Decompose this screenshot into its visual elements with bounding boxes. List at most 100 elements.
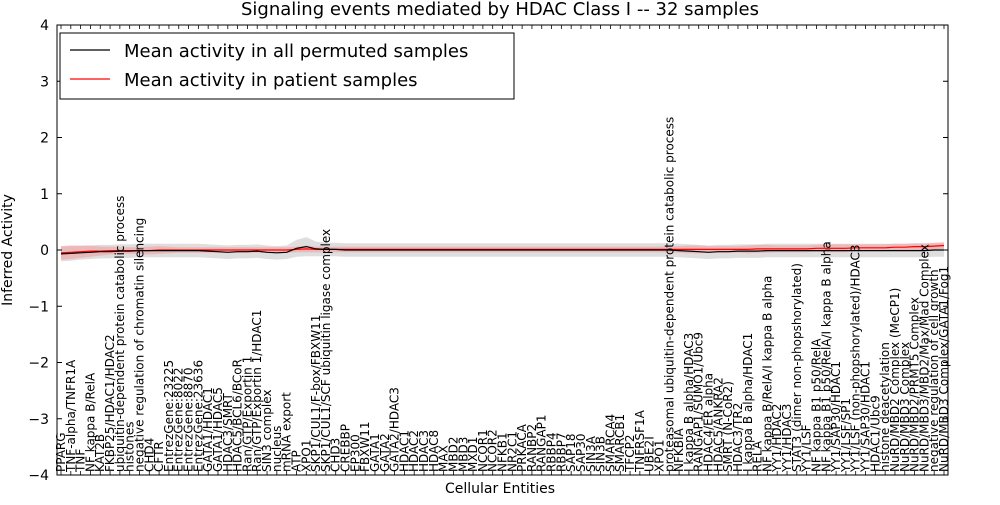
x-tick-label: NuRD/MBD3 Complex/GATA1/Fog1 <box>937 266 951 472</box>
x-tick-label: NF kappa B1 p50/RelA <box>810 338 824 472</box>
legend-box <box>59 32 515 100</box>
permuted-series-line <box>60 245 944 255</box>
x-tick-label: GATA2 <box>378 433 392 472</box>
y-tick-label: −3 <box>28 412 49 428</box>
x-tick-label: EntrezGene:8022 <box>172 367 186 472</box>
x-tick-label: NuRD/MBD2/PRMT5 Complex <box>908 297 922 472</box>
x-tick-label: XPO1 <box>653 439 667 472</box>
x-tick-label: YY1/SAP30/HDAC1 <box>859 361 873 473</box>
x-tick-label: HDAC1 <box>397 430 411 472</box>
x-tick-label: ubiquitin-dependent protein catabolic pr… <box>113 196 127 472</box>
series-lines <box>60 244 945 255</box>
x-tick-label: NR2C1 <box>505 431 519 472</box>
x-tick-label: KAT2B <box>93 434 107 472</box>
x-tick-label: RANBP2 <box>525 424 539 472</box>
x-tick-label: CHD3 <box>329 438 343 472</box>
x-tick-label: histones <box>123 422 137 472</box>
x-tick-label: NCOR1 <box>476 429 490 472</box>
x-tick-label: SKP1/CUL1/SCF ubiquitin ligase complex <box>319 229 333 472</box>
x-tick-label: RBBP4 <box>545 432 559 472</box>
x-tick-label: NF kappa B1 p50/RelA/I kappa B alpha <box>819 241 833 472</box>
x-tick-label: CFTR <box>152 441 166 472</box>
x-tick-label: RELA <box>751 440 765 472</box>
x-tick-label: PRKACA <box>515 423 529 472</box>
x-tick-label: SMRT (N-CoR2) <box>721 381 735 472</box>
x-tick-label: I kappa B alpha/HDAC1 <box>741 333 755 472</box>
x-tick-label: SMARCA4 <box>603 414 617 472</box>
x-tick-label: CHD4 <box>142 438 156 472</box>
x-tick-label: SKP1/CUL1/F-box/FBXW11 <box>309 315 323 472</box>
y-tick-label: −2 <box>28 356 49 372</box>
x-tick-label: TFCP2 <box>623 434 637 472</box>
x-tick-label: Ran/GTP/Exportin 1 <box>240 356 254 472</box>
x-tick-label: TNF-alpha/TNFR1A <box>64 359 78 473</box>
x-tick-label: HDAC3 <box>417 430 431 472</box>
x-axis-label: Cellular Entities <box>445 481 555 497</box>
x-tick-label: GATA1 <box>368 433 382 472</box>
x-tick-label: SIN3 complex <box>260 390 274 472</box>
y-axis-label: Inferred Activity <box>0 194 16 306</box>
x-tick-label: YY1/LSF <box>800 424 814 473</box>
x-tick-label: SIN3A <box>584 435 598 472</box>
x-tick-label: ATP <box>290 450 304 472</box>
x-tick-label: RANGAP1 <box>535 415 549 472</box>
y-tick-label: −4 <box>28 468 49 484</box>
x-tick-label: proteasomal ubiquitin-dependent protein … <box>662 117 676 472</box>
x-tick-label: YY1/LSF (non-phopshorylated)/HDAC3 <box>849 244 863 473</box>
x-tick-label: SIN3B <box>594 436 608 472</box>
x-tick-label: HDAC5/BCL6/BCoR <box>231 359 245 472</box>
y-tick-label: 0 <box>40 243 49 259</box>
x-tick-label: EntrezGene:8870 <box>182 367 196 472</box>
x-tick-label: HDAC3/SMRT <box>221 392 235 472</box>
y-tick-label: −1 <box>28 299 49 315</box>
x-tick-label: PPARG <box>54 432 68 472</box>
x-tick-label: SMARCB1 <box>613 414 627 472</box>
x-tick-label: nucleus <box>270 426 284 472</box>
y-tick-label: 1 <box>40 187 49 203</box>
x-tick-label: TNFRSF1A <box>633 409 647 473</box>
x-tick-label: CREBBP <box>339 424 353 472</box>
x-tick-label: HDAC4/ER alpha <box>702 373 716 472</box>
x-tick-label: STAT3 (dimer non-phopshorylated) <box>790 263 804 472</box>
x-tick-label: Ran/GTP/Exportin 1/HDAC1 <box>250 310 264 472</box>
x-tick-label: NFKBIA <box>672 427 686 472</box>
x-tick-label: YY1/SAP30/HDAC1 <box>829 361 843 473</box>
x-tick-label: mRNA export <box>280 392 294 472</box>
x-tick-label: EP300 <box>348 434 362 472</box>
x-tick-label: MBD2 <box>446 436 460 471</box>
x-tick-label: SAP30 <box>574 433 588 472</box>
x-tick-label: histone deacetylation <box>878 342 892 472</box>
x-tick-label: XPO1 <box>299 439 313 472</box>
x-tick-label: NF kappa B/RelA/I kappa B alpha <box>760 276 774 472</box>
x-tick-label: NuRD/MBD2 Complex (MeCP1) <box>888 288 902 472</box>
x-tick-label: HDAC5/ANKRA2 <box>711 377 725 472</box>
x-tick-label: SAP18 <box>564 433 578 472</box>
x-tick-label: TNF <box>74 449 88 473</box>
y-tick-label: 4 <box>40 18 49 34</box>
legend-label-patient: Mean activity in patient samples <box>124 70 418 91</box>
x-tick-label: YY1/HDAC2 <box>770 404 784 473</box>
x-tick-label: YY1/LSF/SP1 <box>839 398 853 473</box>
x-tick-label: negative regulation of chromatin silenci… <box>133 218 147 472</box>
x-tick-label: NFKB1 <box>496 432 510 472</box>
x-tick-label: NF kappa B/RelA <box>83 372 97 472</box>
x-tick-label: I kappa B alpha/HDAC3 <box>682 333 696 472</box>
x-tick-label: NCOR2 <box>486 429 500 472</box>
x-tick-label: UBE2I <box>643 436 657 472</box>
x-tick-label: MBD3 <box>456 437 470 472</box>
x-tick-label: NuRD/MBD3/MBD2/Max/Mad Complex <box>917 244 931 472</box>
x-tick-label: EntrezGene:23225 <box>162 360 176 472</box>
x-tick-label: FBXW11 <box>358 421 372 472</box>
x-tick-label: EntrezGene:23636 <box>191 360 205 472</box>
x-tick-label: MXD1 <box>466 437 480 472</box>
patient-band <box>61 242 944 260</box>
x-tick-label: HDAC2 <box>407 430 421 472</box>
x-tick-label: GATA1/HDAC1 <box>201 387 215 472</box>
x-tick-label: NuRD/MBD3 Complex <box>898 342 912 472</box>
chart-title: Signaling events mediated by HDAC Class … <box>241 0 759 20</box>
x-tick-label: HDAC3/TR2 <box>731 403 745 472</box>
x-tick-label: GATA2/HDAC3 <box>388 387 402 472</box>
